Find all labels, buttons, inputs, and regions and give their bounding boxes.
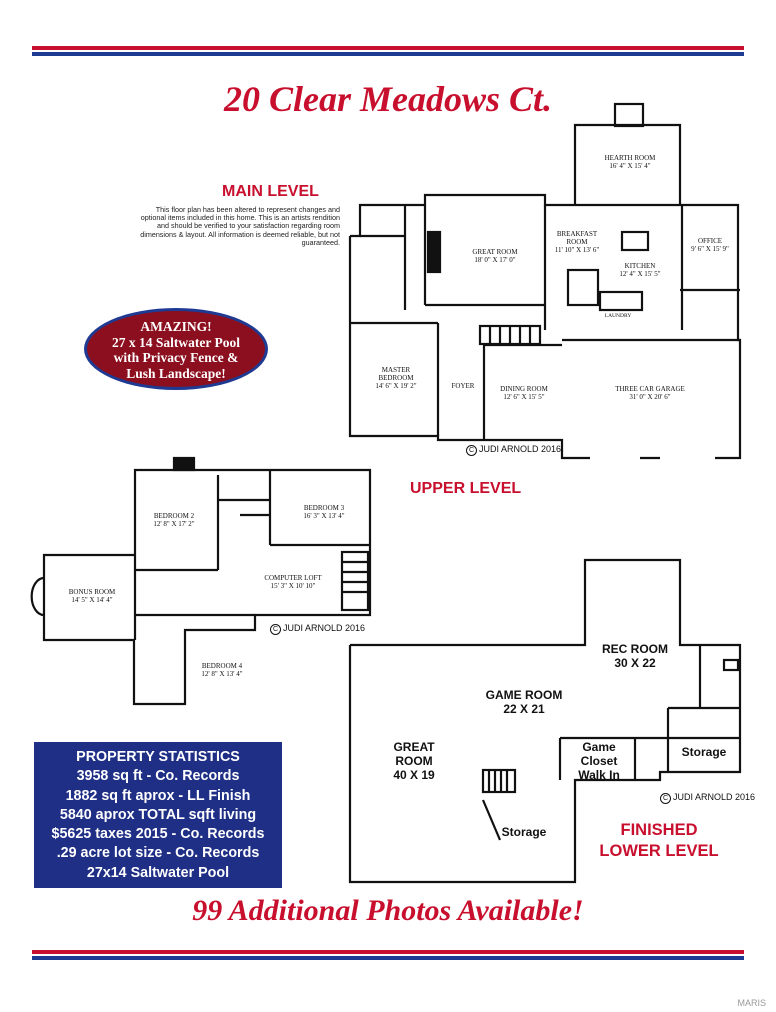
room-foyer: FOYER xyxy=(451,382,475,390)
stats-line: .29 acre lot size - Co. Records xyxy=(56,845,260,862)
room-storage-left: Storage xyxy=(501,825,547,839)
page-title: 20 Clear Meadows Ct. xyxy=(223,79,553,119)
upper-level-label: UPPER LEVEL xyxy=(410,480,522,497)
amazing-pool-badge: AMAZING! 27 x 14 Saltwater Pool with Pri… xyxy=(84,308,268,390)
watermark: MARIS xyxy=(737,998,766,1008)
stats-line: 5840 aprox TOTAL sqft living xyxy=(59,806,257,823)
stats-heading: PROPERTY STATISTICS xyxy=(76,749,240,765)
lower-level-label: FINISHED LOWER LEVEL xyxy=(599,821,719,860)
main-level-plan xyxy=(348,102,742,460)
property-statistics-box: PROPERTY STATISTICS 3958 sq ft - Co. Rec… xyxy=(34,742,282,888)
top-band-red xyxy=(32,46,744,50)
room-laundry: LAUNDRY xyxy=(604,313,632,319)
stats-line: 27x14 Saltwater Pool xyxy=(86,864,230,881)
top-band-blue xyxy=(32,52,744,56)
upper-level-plan xyxy=(30,456,372,706)
additional-photos-title: 99 Additional Photos Available! xyxy=(192,894,584,927)
bottom-band-red xyxy=(32,950,744,954)
stats-line: 3958 sq ft - Co. Records xyxy=(76,768,240,785)
disclaimer-text: This floor plan has been altered to repr… xyxy=(140,205,340,247)
stats-line: $5625 taxes 2015 - Co. Records xyxy=(51,826,265,843)
bottom-band-blue xyxy=(32,956,744,960)
stats-line: 1882 sq ft aprox - LL Finish xyxy=(65,787,251,804)
main-level-label: MAIN LEVEL xyxy=(222,183,319,200)
room-storage-right: Storage xyxy=(681,745,727,759)
lower-level-plan xyxy=(348,558,742,884)
